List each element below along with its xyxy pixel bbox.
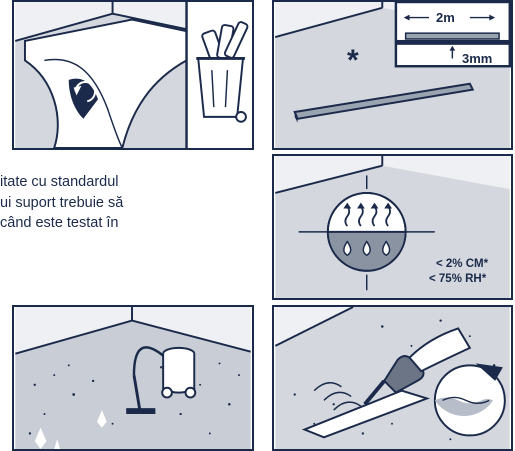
- flatness-illustration: [274, 2, 511, 148]
- text-line: itate cu standardul: [0, 172, 235, 193]
- vacuum-illustration: [14, 307, 252, 449]
- flatness-length-label: 2m: [436, 10, 455, 25]
- flatness-marker: *: [347, 44, 359, 78]
- text-line: ui suport trebuie să: [0, 193, 235, 214]
- trowel-illustration: [274, 307, 511, 449]
- moisture-cm-label: < 2% CM*: [436, 258, 488, 270]
- flatness-tolerance-label: 3mm: [462, 51, 492, 66]
- instructions-text: itate cu standardul ui suport trebuie să…: [0, 172, 235, 234]
- step-check-flatness-panel: * 2m 3mm: [272, 0, 513, 150]
- step-remove-old-flooring-panel: [12, 0, 254, 150]
- waste-bin-icon: [196, 21, 248, 122]
- step-vacuum-clean-panel: [12, 305, 254, 451]
- step-moisture-check-panel: < 2% CM* < 75% RH*: [272, 154, 513, 300]
- step-apply-primer-panel: [272, 305, 513, 451]
- remove-flooring-illustration: [14, 2, 252, 148]
- text-line: când este testat în: [0, 213, 235, 234]
- moisture-rh-label: < 75% RH*: [429, 273, 486, 285]
